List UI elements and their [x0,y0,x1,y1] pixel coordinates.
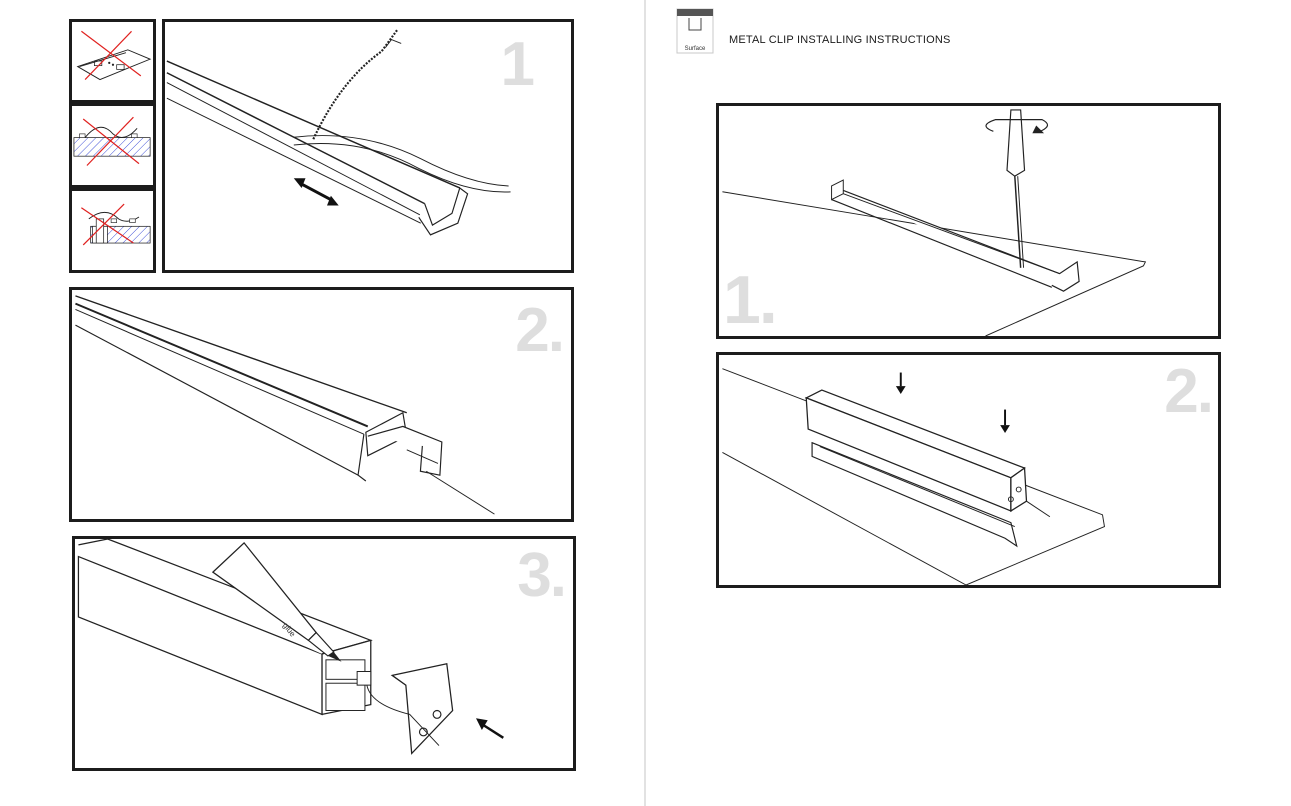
cross-mark-icon [81,207,134,244]
page-title: METAL CLIP INSTALLING INSTRUCTIONS [729,34,951,46]
left-step-2-illustration [75,295,495,515]
down-arrow-icon [895,372,906,394]
surface-mount-icon [676,8,714,54]
left-step-3-illustration [77,539,504,755]
left-step-3-number: 3. [517,541,567,610]
thumbnail-wrong-adhesive [69,19,156,103]
down-arrow-icon [1000,409,1010,433]
right-step-1-panel: 1. [716,103,1221,339]
cross-mark-icon [81,30,142,77]
left-step-1-panel: 1 [162,19,574,273]
right-step-1-number: 1. [723,262,778,338]
right-step-1-illustration [722,109,1147,336]
left-step-1-number: 1 [500,30,536,99]
right-step-2-illustration [722,368,1105,585]
thumbnail-screw-surface [69,188,156,273]
screwdriver-icon [1006,109,1026,268]
surface-label: Surface [684,46,706,52]
arrow-icon [476,718,504,739]
thumbnail-hatched-surface [69,103,156,188]
rotate-arrow-icon [985,119,1049,134]
left-step-1-illustration [166,29,511,236]
thumbnail-hatched-surface-illustration [73,116,151,166]
right-step-2-panel: 2. [716,352,1221,588]
left-step-2-number: 2. [515,296,565,365]
right-step-2-number: 2. [1164,357,1214,426]
double-arrow-icon [293,178,339,206]
left-step-3-panel: 3. glue [72,536,576,771]
glue-tube-icon [211,541,342,662]
thumbnail-wrong-adhesive-illustration [76,30,152,81]
left-step-2-panel: 2. [69,287,574,522]
thumbnail-screw-surface-illustration [81,203,151,246]
cross-mark-icon [82,118,140,165]
page-divider [644,0,646,806]
